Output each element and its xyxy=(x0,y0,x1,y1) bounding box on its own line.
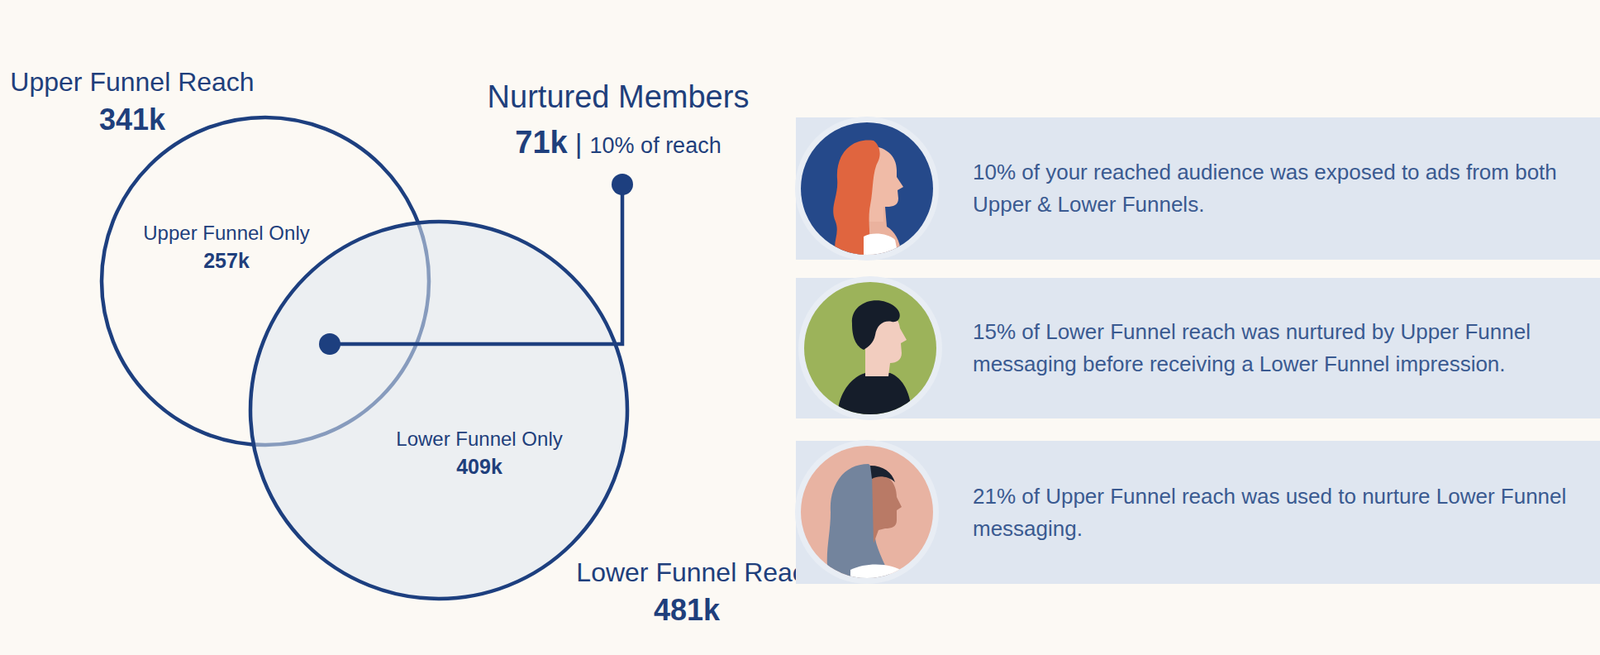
icon-neck xyxy=(850,206,902,257)
icon-hair xyxy=(852,300,900,350)
label-holder: 257k xyxy=(203,248,250,273)
callout-number: 71k xyxy=(514,124,567,161)
icon-hair xyxy=(870,465,896,482)
insight-panel: 10% of your reached audience was exposed… xyxy=(795,117,1600,260)
panel-text: 21% of Upper Funnel reach was used to nu… xyxy=(972,480,1577,545)
icon-face xyxy=(871,471,902,543)
panel-text: 15% of Lower Funnel reach was nurtured b… xyxy=(972,315,1577,381)
icon-shirt xyxy=(837,372,912,416)
label-holder: Nurtured Members xyxy=(487,79,750,115)
icon-ring xyxy=(798,276,943,420)
callout-heading: Nurtured Members xyxy=(487,79,750,115)
insight-panel: 21% of Upper Funnel reach was used to nu… xyxy=(795,440,1600,584)
circle-outline xyxy=(247,219,630,601)
icon-hair xyxy=(833,140,880,257)
person-icon xyxy=(798,276,943,420)
venn-circle: Lower Funnel Reach481k xyxy=(247,219,630,601)
region-number: 257k xyxy=(203,248,250,273)
region-label: Upper Funnel Only xyxy=(142,221,310,245)
icon-ground xyxy=(800,445,934,578)
reach-number: 341k xyxy=(99,102,166,138)
icon-ground xyxy=(804,281,937,415)
separator: | xyxy=(575,127,583,160)
circle-heading: Lower Funnel Reach xyxy=(576,557,820,588)
heading-holder: Lower Funnel Reach xyxy=(576,557,820,588)
circle-outline xyxy=(250,221,628,599)
icon-ring xyxy=(795,116,939,261)
person-icon xyxy=(795,116,939,261)
insight-panel: 15% of Lower Funnel reach was nurtured b… xyxy=(795,277,1600,419)
icon-ground xyxy=(800,122,934,255)
reach-number: 481k xyxy=(653,592,720,628)
label-holder: 409k xyxy=(456,454,503,479)
leader-line xyxy=(329,184,623,344)
region-label: Lower Funnel Only xyxy=(395,427,562,451)
icon-collar xyxy=(863,233,899,257)
leader-dot xyxy=(611,173,634,196)
region-number: 409k xyxy=(456,454,503,479)
icon-face xyxy=(866,145,904,222)
leader-line xyxy=(319,173,634,355)
circle-heading: Upper Funnel Reach xyxy=(9,66,254,98)
label-holder: Lower Funnel Only xyxy=(395,427,562,451)
leader-dot xyxy=(319,333,341,355)
icon-collar xyxy=(850,563,904,580)
icon-scarf xyxy=(827,463,892,580)
heading-holder: 341k xyxy=(99,102,166,138)
callout-row: 71k| 10% of reach xyxy=(514,124,721,161)
heading-holder: Upper Funnel Reach xyxy=(9,66,254,98)
panel-text: 10% of your reached audience was exposed… xyxy=(972,156,1577,221)
icon-ring xyxy=(795,439,939,584)
label-holder: Upper Funnel Only xyxy=(142,221,310,245)
heading-holder: 481k xyxy=(653,592,720,628)
person-icon xyxy=(795,439,939,584)
callout-share: 10% of reach xyxy=(590,133,722,159)
icon-face xyxy=(865,309,907,377)
